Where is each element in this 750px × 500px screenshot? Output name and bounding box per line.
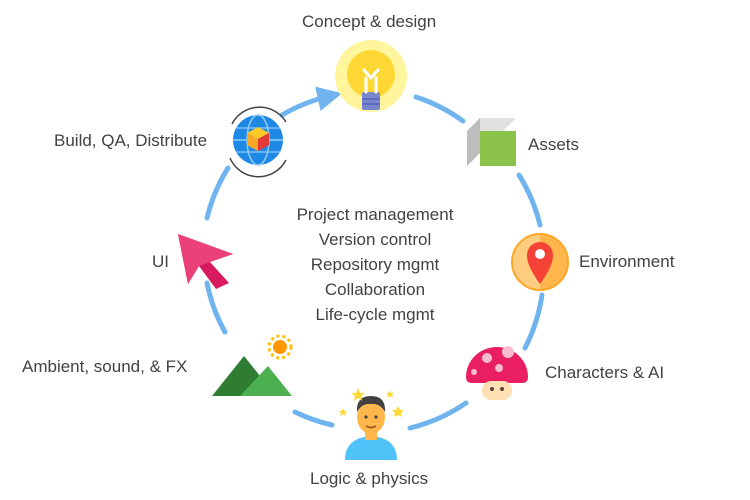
cycle-segment-assets-environment <box>516 172 543 228</box>
map-pin-icon <box>511 233 569 291</box>
cycle-segment-characters-logic <box>407 400 469 431</box>
stage-label-environment: Environment <box>579 252 675 271</box>
cycle-ring <box>204 86 545 431</box>
center-item-repository-mgmt: Repository mgmt <box>310 255 440 274</box>
cycle-segment-concept-assets <box>413 94 466 124</box>
cycle-segment-environment-characters <box>522 292 545 351</box>
stage-label-logic-physics: Logic & physics <box>310 469 429 488</box>
mushroom-icon <box>466 346 528 400</box>
center-activities: Project management Version control Repos… <box>255 202 495 327</box>
center-item-version-control: Version control <box>318 230 432 249</box>
center-item-project-management: Project management <box>296 205 454 224</box>
stage-label-build-qa-distribute: Build, QA, Distribute <box>54 131 208 150</box>
stage-label-assets: Assets <box>528 135 580 154</box>
stage-label-ambient-sound-fx: Ambient, sound, & FX <box>22 357 188 376</box>
cycle-segment-ui-build <box>204 165 231 221</box>
stage-label-characters-ai: Characters & AI <box>545 363 665 382</box>
lightbulb-icon <box>335 40 407 112</box>
center-item-life-cycle-mgmt: Life-cycle mgmt <box>315 305 435 324</box>
dizzy-person-icon <box>339 388 404 460</box>
cycle-segment-build-concept <box>279 86 343 118</box>
mountains-sun-icon <box>212 334 293 396</box>
cycle-segment-ambient-ui <box>204 280 228 335</box>
cursor-icon <box>178 234 233 289</box>
center-item-collaboration: Collaboration <box>324 280 426 299</box>
stage-label-ui: UI <box>152 252 169 271</box>
stage-label-concept-design: Concept & design <box>302 12 437 31</box>
cube-icon <box>467 118 516 166</box>
cycle-segment-logic-ambient <box>292 409 335 428</box>
globe-package-icon <box>229 106 287 178</box>
